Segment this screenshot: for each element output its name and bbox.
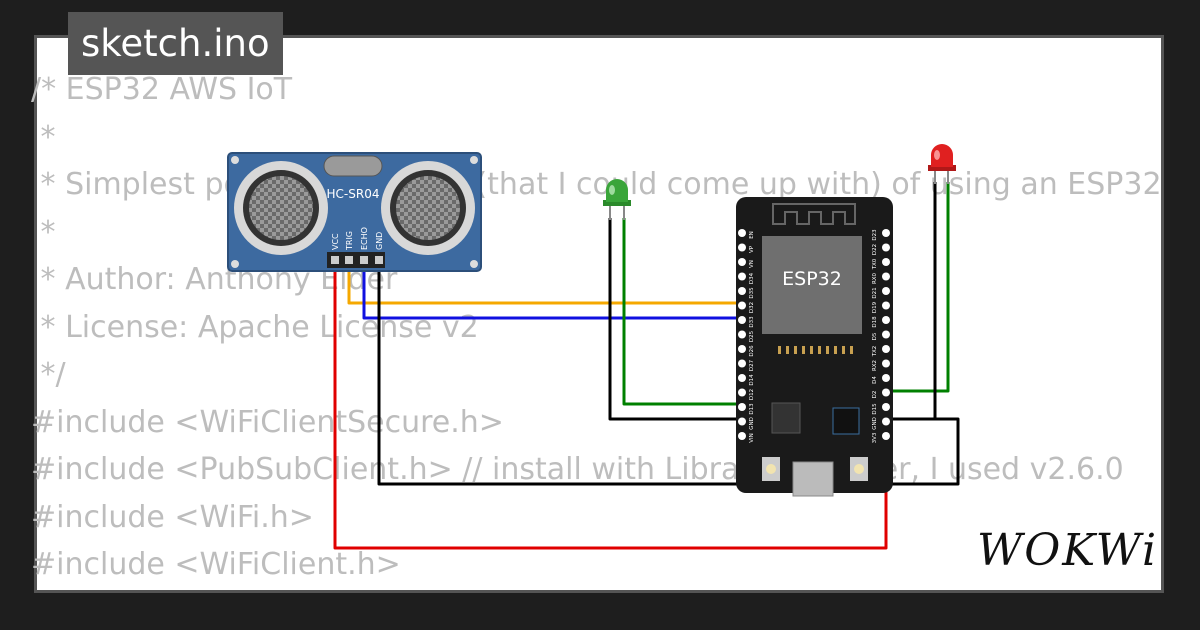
esp32-pin-label: TX2 — [872, 346, 878, 358]
esp32-pin-left-d14[interactable] — [738, 374, 746, 382]
esp32-pin-label: D35 — [749, 287, 755, 299]
esp32-board: ESP32 ENVPVND34D35D32D33D25D26D27D14D12D… — [736, 197, 893, 497]
esp32-pin-left-vin[interactable] — [738, 432, 746, 440]
esp32-pin-label: TX0 — [872, 258, 878, 270]
esp32-pin-label: D26 — [749, 345, 755, 357]
esp32-module — [762, 236, 862, 334]
code-line: */ — [31, 357, 66, 392]
esp32-pin-label: D12 — [749, 389, 755, 400]
voltage-regulator — [771, 402, 801, 434]
esp32-pin-right-tx0[interactable] — [882, 258, 890, 266]
led-red — [928, 144, 956, 184]
esp32-pin-left-vp[interactable] — [738, 243, 746, 252]
esp32-pin-label: 3V3 — [872, 432, 878, 443]
esp32-pin-left-d12[interactable] — [738, 388, 746, 397]
esp32-pin-label: D32 — [749, 302, 755, 313]
esp32-pin-label: D23 — [872, 229, 878, 241]
esp32-pin-label: D4 — [872, 376, 878, 384]
esp32-pin-right-d5[interactable] — [882, 330, 890, 339]
esp32-pin-label: EN — [749, 231, 755, 239]
led-green — [603, 179, 631, 220]
code-line: #include <WiFi.h> — [31, 499, 314, 535]
esp32-pin-left-d35[interactable] — [738, 287, 746, 295]
code-line: * — [31, 214, 56, 250]
wires — [333, 182, 960, 550]
hc-sr04-sensor: HC-SR04 VCC TRIG ECHO GND — [227, 152, 482, 272]
pin-label-echo: ECHO — [360, 227, 369, 250]
wire-echo — [362, 262, 742, 320]
module-pads — [778, 346, 853, 354]
wire-green-led-anode — [622, 218, 742, 406]
wokwi-logo: WOKWi — [977, 525, 1159, 576]
esp32-pin-label: D22 — [872, 244, 878, 255]
esp32-pin-right-rx2[interactable] — [882, 359, 890, 368]
esp32-pin-right-d22[interactable] — [882, 243, 890, 252]
esp32-pin-right-tx2[interactable] — [882, 345, 890, 353]
usb-chip — [832, 407, 860, 435]
code-line: #include <WiFiClient.h> — [31, 547, 401, 582]
wire-red-led-anode — [886, 182, 950, 393]
code-editor: /* ESP32 AWS IoT * * Simplest possible e… — [31, 66, 1162, 589]
esp32-pin-label: VIN — [749, 433, 755, 443]
esp32-pin-right-d2[interactable] — [882, 388, 890, 397]
pin-label-gnd: GND — [375, 232, 384, 250]
esp32-pin-label: VN — [749, 260, 755, 268]
code-line: * License: Apache License v2 — [31, 309, 479, 345]
sensor-label: HC-SR04 — [327, 187, 380, 201]
esp32-pin-label: D27 — [749, 359, 755, 371]
esp32-pin-left-d25[interactable] — [738, 330, 746, 339]
esp32-pin-label: D34 — [749, 272, 755, 284]
esp32-pin-left-d34[interactable] — [738, 272, 746, 281]
code-line: #include <PubSubClient.h> // install wit… — [31, 452, 1124, 487]
board-label: ESP32 — [782, 268, 842, 290]
esp32-pin-right-d4[interactable] — [882, 374, 890, 382]
esp32-pin-label: D21 — [872, 287, 878, 298]
esp32-pin-label: D18 — [872, 316, 878, 328]
esp32-pin-right-rx0[interactable] — [882, 272, 890, 281]
esp32-pin-left-d26[interactable] — [738, 345, 746, 353]
esp32-pin-label: D5 — [872, 332, 878, 340]
pin-label-vcc: VCC — [331, 233, 340, 250]
esp32-pin-right-d21[interactable] — [882, 287, 890, 295]
esp32-pin-label: VP — [749, 245, 755, 253]
code-line: #include <WiFiClientSecure.h> — [31, 404, 504, 440]
esp32-pin-left-vn[interactable] — [738, 258, 746, 266]
esp32-pin-label: D19 — [872, 301, 878, 313]
esp32-pin-label: RX0 — [872, 272, 878, 284]
esp32-pin-label: D15 — [872, 403, 878, 415]
esp32-pin-right-d15[interactable] — [882, 403, 890, 411]
esp32-pin-left-d27[interactable] — [738, 359, 746, 368]
esp32-pin-label: RX2 — [872, 360, 878, 371]
code-line: /* ESP32 AWS IoT — [31, 72, 293, 107]
esp32-pin-left-gnd[interactable] — [738, 417, 746, 426]
esp32-pin-label: D33 — [749, 316, 755, 328]
esp32-pin-label: GND — [872, 417, 878, 430]
esp32-pin-right-3v3[interactable] — [882, 432, 890, 440]
esp32-pin-label: D2 — [872, 391, 878, 399]
esp32-pin-label: D25 — [749, 330, 755, 342]
wire-vcc — [333, 262, 888, 550]
esp32-pin-left-d13[interactable] — [738, 403, 746, 411]
esp32-pin-label: GND — [749, 417, 755, 430]
pin-label-trig: TRIG — [345, 231, 354, 251]
file-tab[interactable]: sketch.ino — [68, 12, 283, 75]
esp32-pin-right-d23[interactable] — [882, 229, 890, 237]
esp32-pin-label: D14 — [749, 374, 755, 386]
sensor-pin-labels: VCC TRIG ECHO GND — [331, 227, 384, 251]
esp32-pin-left-en[interactable] — [738, 229, 746, 237]
esp32-pin-left-d33[interactable] — [738, 316, 746, 324]
esp32-pin-right-d18[interactable] — [882, 316, 890, 324]
esp32-pin-right-d19[interactable] — [882, 301, 890, 310]
wire-green-led-cathode — [608, 218, 742, 421]
usb-port — [792, 461, 834, 497]
preview-card — [34, 35, 1164, 593]
esp32-pin-left-d32[interactable] — [738, 301, 746, 310]
esp32-pin-label: D13 — [749, 403, 755, 415]
esp32-pin-right-gnd[interactable] — [882, 417, 890, 426]
code-line: * — [31, 119, 56, 155]
